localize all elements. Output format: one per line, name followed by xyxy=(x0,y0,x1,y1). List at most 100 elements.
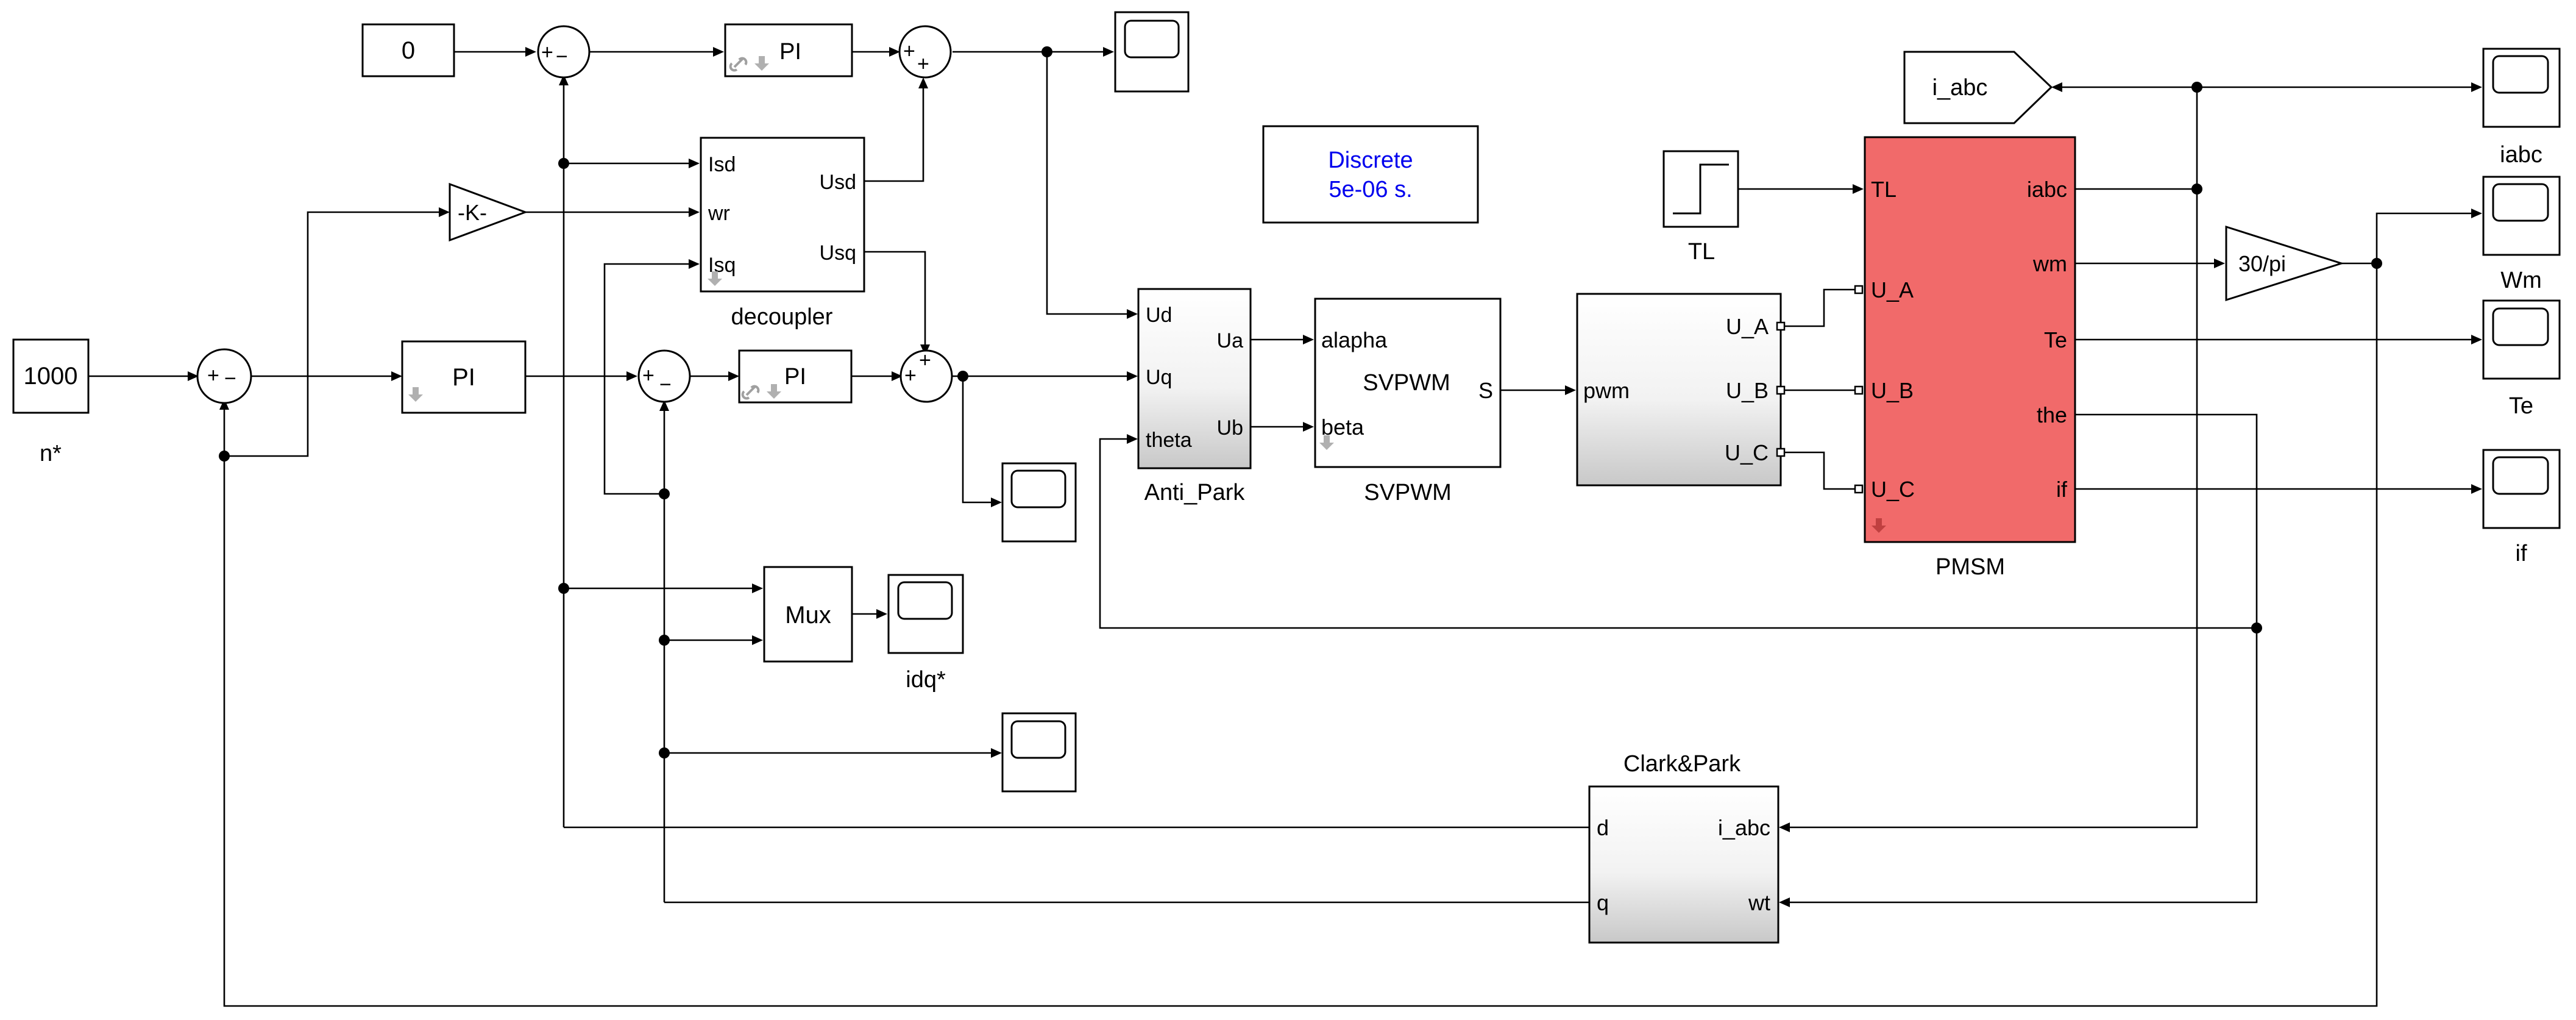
scope-te-label: Te xyxy=(2509,393,2533,419)
pmsm-out-wm: wm xyxy=(2032,251,2067,276)
link-icon xyxy=(729,57,748,72)
scope-ud[interactable] xyxy=(1114,11,1190,93)
decoupler-in-isd: Isd xyxy=(708,153,736,176)
wire-theta-feedback[interactable] xyxy=(1099,438,2257,629)
wire-usd-to-sum[interactable] xyxy=(864,80,924,182)
scope-wm-label: Wm xyxy=(2500,268,2542,293)
wire-iabc-out[interactable] xyxy=(2075,87,2198,190)
antipark-in-uq: Uq xyxy=(1146,366,1172,389)
scope-mux-label: idq* xyxy=(906,667,946,693)
mask-arrow-icon xyxy=(1319,435,1334,450)
sum-sign-minus: − xyxy=(224,367,236,390)
scope-iq[interactable] xyxy=(1001,712,1077,793)
svpwm-name: SVPWM xyxy=(1364,480,1452,505)
mask-arrow-icon xyxy=(408,387,423,402)
pmsm-in-tl: TL xyxy=(1871,177,1897,202)
scope-mux[interactable] xyxy=(887,574,964,654)
sum-sign-plus: + xyxy=(904,364,917,387)
mux-block[interactable]: Mux xyxy=(763,566,853,663)
antipark-out-ua: Ua xyxy=(1217,329,1244,352)
constant-zero-block[interactable]: 0 xyxy=(361,23,455,77)
mask-arrow-icon xyxy=(708,271,722,286)
decoupler-out-usd: Usd xyxy=(820,171,856,194)
pmsm-out-iabc: iabc xyxy=(2027,177,2067,202)
antipark-out-ub: Ub xyxy=(1217,416,1243,440)
antipark-in-theta: theta xyxy=(1146,429,1192,452)
pmsm-in-ub: U_B xyxy=(1871,378,1914,403)
sum-sign-plus: + xyxy=(919,349,931,372)
decoupler-block[interactable]: Isd wr Isq Usd Usq xyxy=(700,137,865,293)
wire-speed-feedback[interactable] xyxy=(223,263,2378,1007)
inverter-block[interactable]: pwm U_A U_B U_C xyxy=(1576,293,1786,487)
scope-te[interactable] xyxy=(2482,299,2561,380)
sum-usd[interactable]: + + xyxy=(898,25,952,79)
mask-arrow-icon xyxy=(1872,518,1886,533)
pi-speed-controller[interactable]: PI xyxy=(401,340,527,414)
wire-ud-to-antipark[interactable] xyxy=(1046,52,1134,315)
speed-reference-block[interactable]: 1000 xyxy=(12,338,90,414)
decoupler-name: decoupler xyxy=(731,304,833,330)
sum-sign-plus: + xyxy=(917,52,929,76)
svpwm-block[interactable]: alapha beta SVPWM S xyxy=(1314,298,1502,468)
scope-if-label: if xyxy=(2516,541,2527,566)
sum-q-current-error[interactable]: + − xyxy=(637,349,691,403)
goto-iabc-label: i_abc xyxy=(1932,75,1988,101)
gain-k-block[interactable]: -K- xyxy=(449,182,528,242)
pmsm-in-uc: U_C xyxy=(1871,477,1915,502)
sum-d-current-error[interactable]: + − xyxy=(537,25,591,79)
scope-if[interactable] xyxy=(2482,449,2561,529)
powergui-line1: Discrete xyxy=(1328,148,1413,173)
wire-to-gain-k[interactable] xyxy=(307,211,445,376)
sum-usq[interactable]: + + xyxy=(899,349,953,403)
pi-q-controller[interactable]: PI xyxy=(738,349,853,404)
pi-speed-label: PI xyxy=(452,364,475,391)
pi-d-controller[interactable]: PI xyxy=(724,23,853,77)
pmsm-block[interactable]: TL U_A U_B U_C iabc wm Te the if xyxy=(1854,136,2076,543)
antipark-in-ud: Ud xyxy=(1146,304,1172,327)
clark-park-block[interactable]: d q i_abc wt xyxy=(1588,785,1779,944)
wire-iabc-to-clarkpark[interactable] xyxy=(1784,189,2198,829)
sum-sign-plus: + xyxy=(541,41,553,64)
gain-30-pi-block[interactable]: 30/pi xyxy=(2225,225,2344,302)
pmsm-name: PMSM xyxy=(1936,554,2005,580)
wire-ua[interactable] xyxy=(1781,288,1859,327)
wire-wm-to-scope[interactable] xyxy=(2341,212,2477,265)
speed-reference-label: n* xyxy=(40,441,62,466)
clarkpark-out-q: q xyxy=(1597,890,1609,915)
sum-sign-plus: + xyxy=(903,40,915,63)
wire-iqref-to-isq[interactable] xyxy=(603,263,695,376)
speed-reference-value: 1000 xyxy=(24,363,78,390)
wire-speed-to-k[interactable] xyxy=(224,376,309,457)
link-icon xyxy=(741,385,760,400)
svpwm-inner-title: SVPWM xyxy=(1363,370,1450,396)
wire-usq-to-sum[interactable] xyxy=(864,251,926,352)
powergui-block[interactable]: Discrete 5e-06 s. xyxy=(1262,125,1479,224)
scope-uq[interactable] xyxy=(1001,462,1077,543)
step-tl-block[interactable] xyxy=(1662,150,1739,228)
wire-iqref-branch[interactable] xyxy=(603,376,664,495)
goto-iabc-tag[interactable]: i_abc xyxy=(1903,51,2053,124)
sum-speed-error[interactable]: + − xyxy=(196,348,252,404)
sum-sign-plus: + xyxy=(207,364,219,387)
pi-d-label: PI xyxy=(779,39,801,65)
pmsm-out-te: Te xyxy=(2044,327,2067,352)
signal-wires xyxy=(88,46,2482,1007)
wire-uc[interactable] xyxy=(1781,451,1859,490)
gain-30-pi-label: 30/pi xyxy=(2238,251,2286,276)
wire-uq-to-scope[interactable] xyxy=(962,376,997,504)
svpwm-in-alpha: alapha xyxy=(1321,327,1388,352)
svpwm-out-s: S xyxy=(1478,378,1493,403)
scope-iabc[interactable] xyxy=(2482,48,2561,128)
inverter-out-uc: U_C xyxy=(1725,440,1769,465)
clark-park-name: Clark&Park xyxy=(1623,751,1741,777)
constant-zero-value: 0 xyxy=(402,37,415,64)
scope-wm[interactable] xyxy=(2482,176,2561,256)
inverter-out-ub: U_B xyxy=(1726,378,1769,403)
sum-sign-minus: − xyxy=(556,45,568,68)
anti-park-block[interactable]: Ud Uq theta Ua Ub xyxy=(1137,288,1252,469)
wire-the-to-clarkpark[interactable] xyxy=(1784,413,2258,904)
step-tl-label: TL xyxy=(1688,239,1715,265)
clarkpark-out-d: d xyxy=(1597,815,1609,840)
